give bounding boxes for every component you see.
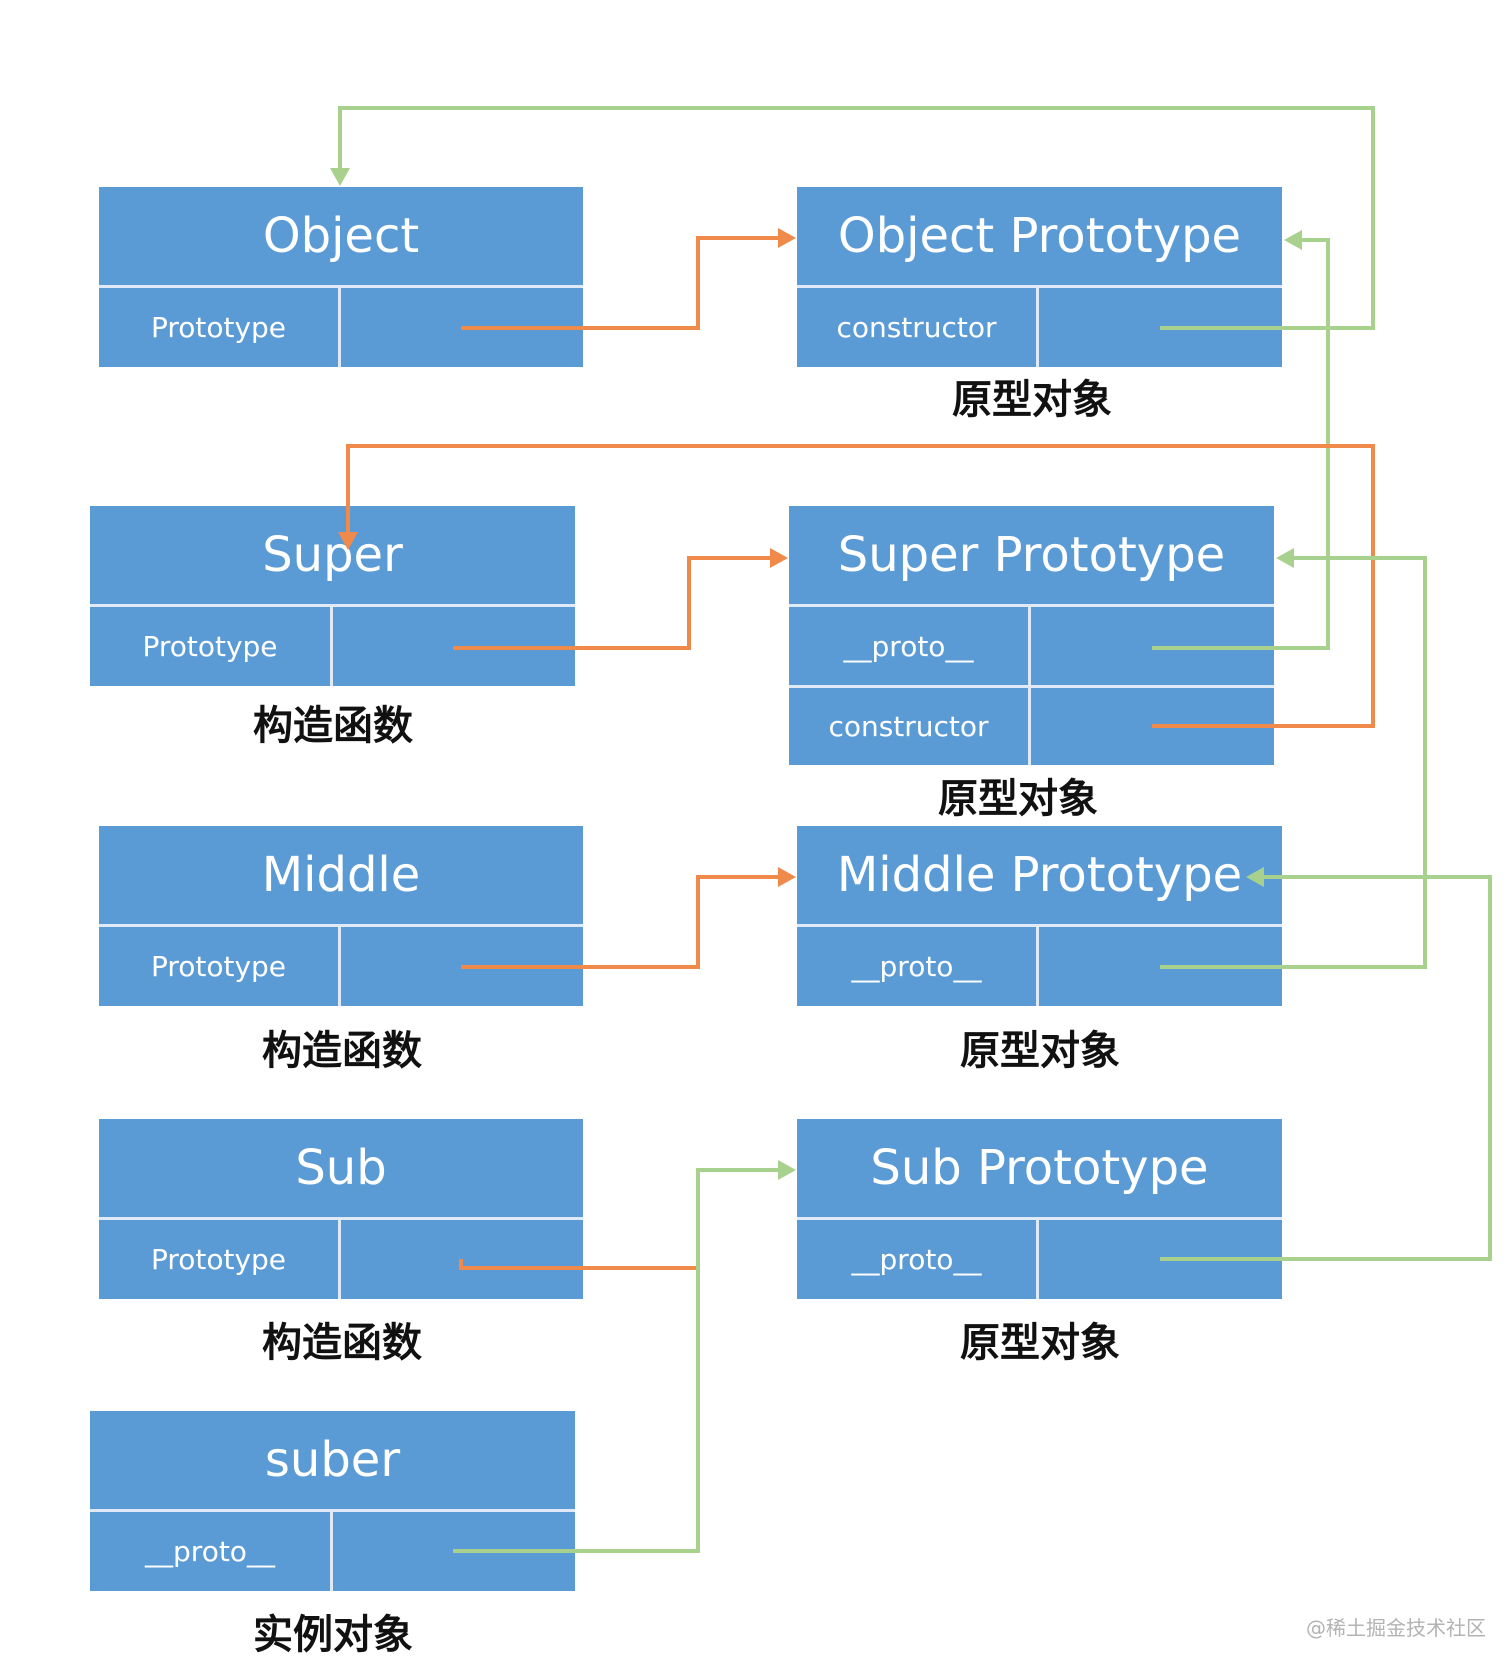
arrowhead-super-prototype-from-middle-prototype xyxy=(1276,548,1294,568)
arrow-sub-prototype-link xyxy=(459,1259,698,1270)
arrowhead-middle-prototype-from-sub-prototype xyxy=(1246,867,1264,887)
sub-prototype-title: Sub Prototype xyxy=(797,1119,1282,1220)
object-prototype-box: Object Prototype constructor xyxy=(797,187,1282,367)
object-prototype-constructor-row: constructor xyxy=(797,288,1282,367)
arrowhead-object-prototype xyxy=(778,228,796,248)
middle-prototype-proto-key: __proto__ xyxy=(797,927,1039,1006)
arrowhead-super-prototype xyxy=(770,548,788,568)
arrow-middle-to-middle-prototype xyxy=(461,875,780,969)
suber-box: suber __proto__ xyxy=(90,1411,575,1591)
super-prototype-key: Prototype xyxy=(90,607,333,686)
middle-prototype-row: Prototype xyxy=(99,927,583,1006)
suber-proto-row: __proto__ xyxy=(90,1512,575,1591)
suber-proto-key: __proto__ xyxy=(90,1512,333,1591)
middle-box: Middle Prototype xyxy=(99,826,583,1006)
arrow-middle-prototype-proto-to-super-prototype xyxy=(1160,556,1427,969)
object-title: Object xyxy=(99,187,583,288)
super-box: Super Prototype xyxy=(90,506,575,686)
arrowhead-middle-prototype xyxy=(778,867,796,887)
arrow-super-to-super-prototype xyxy=(453,556,771,650)
middle-prototype-caption: 原型对象 xyxy=(960,1027,1120,1074)
arrow-object-to-object-prototype xyxy=(461,236,780,330)
super-caption: 构造函数 xyxy=(253,702,413,749)
arrowhead-sub-prototype xyxy=(778,1160,796,1180)
sub-prototype-proto-key: __proto__ xyxy=(797,1220,1039,1299)
arrow-sub-prototype-proto-to-middle-prototype xyxy=(1160,875,1492,1261)
sub-prototype-box: Sub Prototype __proto__ xyxy=(797,1119,1282,1299)
super-prototype-box: Super Prototype __proto__ constructor xyxy=(789,506,1274,765)
sub-caption: 构造函数 xyxy=(262,1319,422,1366)
middle-title: Middle xyxy=(99,826,583,927)
super-prototype-constructor-row: constructor xyxy=(789,685,1274,765)
super-prototype-proto-row: __proto__ xyxy=(789,607,1274,685)
sub-prototype-proto-row: __proto__ xyxy=(797,1220,1282,1299)
middle-caption: 构造函数 xyxy=(262,1027,422,1074)
object-prototype-title: Object Prototype xyxy=(797,187,1282,288)
object-prototype-row: Prototype xyxy=(99,288,583,367)
arrow-object-prototype-constructor-to-object xyxy=(338,106,1375,330)
sub-prototype-caption: 原型对象 xyxy=(960,1319,1120,1366)
arrow-super-prototype-constructor-to-super xyxy=(346,444,1375,728)
super-title: Super xyxy=(90,506,575,607)
object-prototype-caption: 原型对象 xyxy=(952,376,1112,423)
super-prototype-row: Prototype xyxy=(90,607,575,686)
arrowhead-object xyxy=(330,168,350,186)
arrowhead-object-prototype-from-super-prototype xyxy=(1284,230,1302,250)
watermark: @稀土掘金技术社区 xyxy=(1306,1616,1486,1640)
middle-prototype-title: Middle Prototype xyxy=(797,826,1282,927)
arrowhead-super xyxy=(338,532,358,550)
object-box: Object Prototype xyxy=(99,187,583,367)
object-prototype-key: Prototype xyxy=(99,288,341,367)
middle-prototype-key: Prototype xyxy=(99,927,341,1006)
super-prototype-title: Super Prototype xyxy=(789,506,1274,607)
super-prototype-caption: 原型对象 xyxy=(938,775,1098,822)
arrow-suber-proto-to-sub-prototype xyxy=(453,1168,780,1553)
sub-title: Sub xyxy=(99,1119,583,1220)
sub-prototype-key: Prototype xyxy=(99,1220,341,1299)
middle-prototype-proto-row: __proto__ xyxy=(797,927,1282,1006)
super-prototype-proto-key: __proto__ xyxy=(789,607,1031,685)
suber-caption: 实例对象 xyxy=(253,1611,413,1658)
suber-title: suber xyxy=(90,1411,575,1512)
object-prototype-constructor-key: constructor xyxy=(797,288,1039,367)
super-prototype-constructor-key: constructor xyxy=(789,688,1031,765)
middle-prototype-box: Middle Prototype __proto__ xyxy=(797,826,1282,1006)
sub-prototype-row: Prototype xyxy=(99,1220,583,1299)
